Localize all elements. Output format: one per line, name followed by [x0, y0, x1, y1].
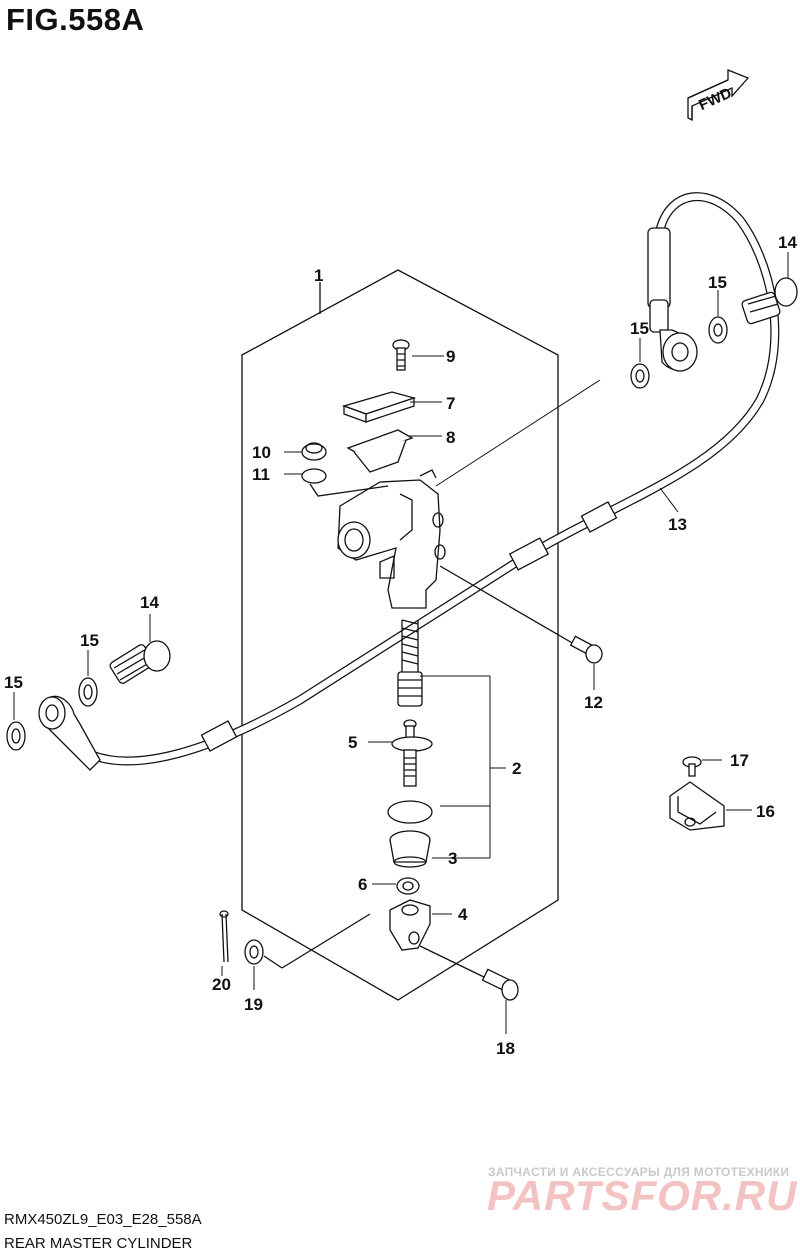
callout-12: 12 [584, 693, 603, 712]
nut-6 [396, 877, 420, 895]
callout-6: 6 [358, 875, 367, 894]
callout-20: 20 [212, 975, 231, 994]
fwd-label: FWD [696, 85, 734, 114]
callout-14-right: 14 [778, 233, 797, 252]
figure-title: FIG.558A [6, 2, 145, 37]
screw-9 [392, 339, 410, 371]
assembly-boundary [241, 269, 559, 1001]
dust-boot-3 [389, 830, 431, 868]
callout-15-a: 15 [80, 631, 99, 650]
callout-14-left: 14 [140, 593, 159, 612]
circlip-2 [387, 800, 433, 824]
callout-7: 7 [446, 394, 455, 413]
callout-labels: 1 2 3 4 5 6 7 8 9 10 11 12 13 14 14 15 1… [4, 233, 797, 1058]
callout-19: 19 [244, 995, 263, 1014]
callout-4: 4 [458, 905, 468, 924]
model-code: RMX450ZL9_E03_E28_558A [4, 1211, 202, 1228]
callout-8: 8 [446, 428, 455, 447]
washer-15-a [6, 721, 26, 751]
banjo-fitting-right [659, 329, 698, 372]
reservoir-plug [301, 443, 327, 461]
master-cylinder-body [337, 469, 446, 609]
bolt-12 [569, 635, 603, 664]
union-bolt-left [109, 640, 171, 684]
watermark-tagline: ЗАПЧАСТИ И АКСЕССУАРЫ ДЛЯ МОТОТЕХНИКИ [488, 1165, 790, 1179]
brake-hose [64, 192, 780, 766]
hose-guide-16 [669, 781, 725, 831]
leader-lines [13, 252, 789, 1034]
union-bolt-right [741, 277, 798, 325]
washer-15-c [630, 363, 650, 389]
banjo-fitting-left [38, 695, 101, 771]
callout-1: 1 [314, 266, 323, 285]
watermark-brand: PARTSFOR.RU [487, 1172, 798, 1219]
callout-15-c: 15 [630, 319, 649, 338]
callout-3: 3 [448, 849, 457, 868]
circlip-11 [301, 468, 327, 484]
piston-cup [397, 671, 423, 707]
clevis-pin-18 [481, 968, 519, 1001]
washer-19 [244, 939, 264, 965]
callout-11: 11 [252, 465, 270, 484]
washer-15-d [708, 316, 728, 344]
cotter-pin-20 [219, 910, 229, 963]
callout-5: 5 [348, 733, 357, 752]
washer-15-b [78, 677, 98, 707]
callout-15-d: 15 [708, 273, 727, 292]
callout-18: 18 [496, 1039, 515, 1058]
callout-15-b: 15 [4, 673, 23, 692]
callout-9: 9 [446, 347, 455, 366]
callout-2: 2 [512, 759, 521, 778]
screw-17 [682, 756, 702, 777]
callout-17: 17 [730, 751, 749, 770]
push-rod-5 [391, 719, 433, 787]
callout-10: 10 [252, 443, 271, 462]
callout-16: 16 [756, 802, 775, 821]
return-spring [401, 619, 419, 672]
figure-name: REAR MASTER CYLINDER [4, 1235, 193, 1252]
callout-13: 13 [668, 515, 687, 534]
fwd-arrow-icon [687, 69, 750, 122]
clevis-4 [389, 899, 431, 951]
